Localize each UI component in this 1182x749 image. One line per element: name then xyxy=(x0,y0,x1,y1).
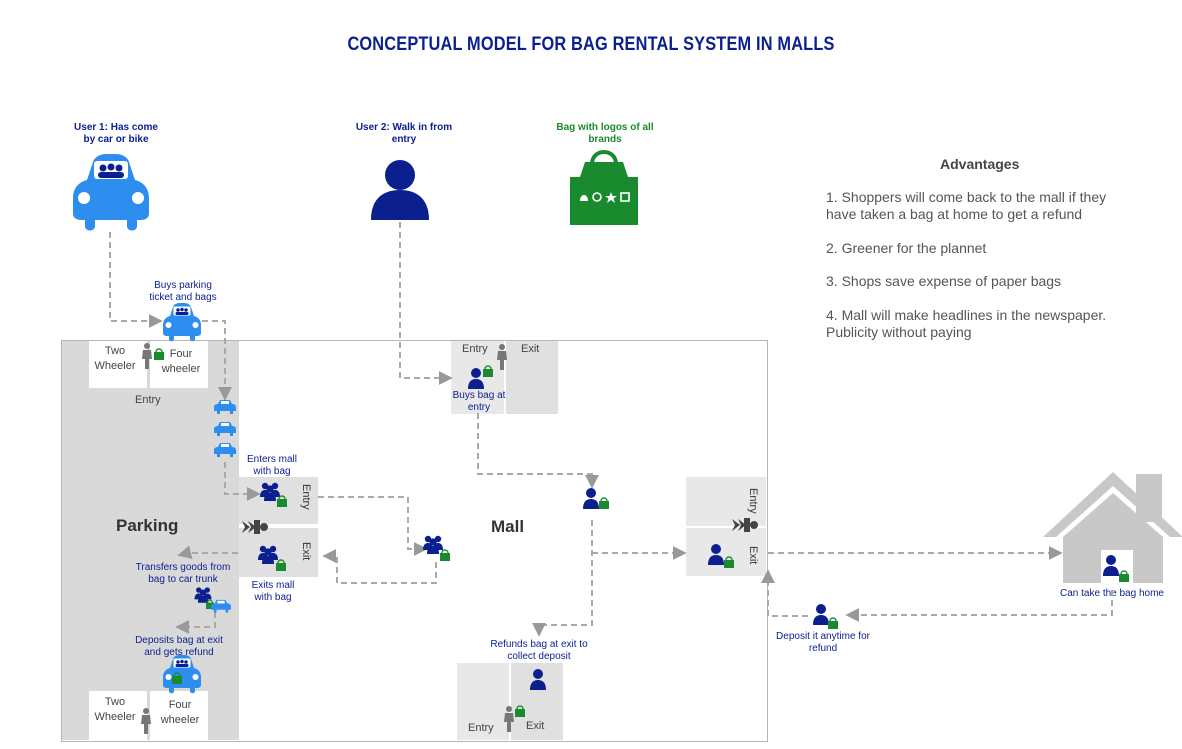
gate-icon xyxy=(242,520,268,534)
buys-bag-caption: Buys bag at entry xyxy=(452,390,506,413)
shopping-bag-icon xyxy=(723,556,735,569)
bottom-entry-gate xyxy=(457,663,509,740)
shopping-bag-icon xyxy=(482,365,494,378)
buys-parking-caption: Buys parking ticket and bags xyxy=(149,280,217,303)
parking-label: Parking xyxy=(116,516,179,535)
bottom-entry-label: Entry xyxy=(468,722,494,734)
advantages-heading: Advantages xyxy=(940,156,1020,172)
shopping-bag-icon xyxy=(439,549,451,562)
shopping-bag-icon xyxy=(275,559,287,572)
bag-caption: Bag with logos of all brands xyxy=(556,122,654,145)
user-icon xyxy=(583,488,599,509)
side-exit-label: Exit xyxy=(300,542,312,561)
enters-mall-caption: Enters mall with bag xyxy=(246,454,297,477)
exits-mall-caption: Exits mall with bag xyxy=(251,580,295,603)
advantage-item: 4. Mall will make headlines in the newsp… xyxy=(826,307,1107,340)
four-wheeler-label-top: Four wheeler xyxy=(161,348,201,375)
mall-boundary xyxy=(61,340,768,742)
four-wheeler-booth-bottom xyxy=(150,691,208,740)
user-icon xyxy=(530,669,546,690)
advantage-item: 1. Shoppers will come back to the mall i… xyxy=(826,189,1107,222)
house-icon xyxy=(1043,472,1182,583)
advantage-item: 3. Shops save expense of paper bags xyxy=(826,273,1062,289)
group-icon xyxy=(258,545,278,564)
shopping-bag-icon xyxy=(570,150,638,225)
side-entry-label: Entry xyxy=(300,484,312,510)
shopping-bag-icon xyxy=(153,348,165,361)
top-entry-label: Entry xyxy=(462,343,488,355)
user2-caption: User 2: Walk in from entry xyxy=(355,122,453,145)
car-icon xyxy=(73,154,149,231)
attendant-icon xyxy=(497,344,507,370)
car-icon xyxy=(163,655,201,694)
right-entry-gate xyxy=(686,477,766,526)
two-wheeler-label-bottom: Two Wheeler xyxy=(94,696,136,723)
user-icon xyxy=(468,368,484,389)
group-icon xyxy=(423,535,443,554)
shopping-bag-icon xyxy=(276,495,288,508)
deposits-caption: Deposits bag at exit and gets refund xyxy=(135,635,223,658)
refunds-caption: Refunds bag at exit to collect deposit xyxy=(490,639,588,662)
bottom-exit-label: Exit xyxy=(526,720,545,732)
car-icon xyxy=(211,599,231,613)
gate-icon xyxy=(732,518,758,532)
page-title: CONCEPTUAL MODEL FOR BAG RENTAL SYSTEM I… xyxy=(347,34,835,55)
two-wheeler-booth-bottom xyxy=(89,691,147,740)
right-entry-label: Entry xyxy=(747,488,759,514)
mall-label: Mall xyxy=(491,517,525,536)
user-icon xyxy=(813,604,829,625)
user-icon xyxy=(708,544,724,565)
two-wheeler-label-top: Two Wheeler xyxy=(94,345,136,372)
car-icon xyxy=(214,443,236,457)
advantage-item: 2. Greener for the plannet xyxy=(826,240,987,256)
car-icon xyxy=(214,422,236,436)
transfers-caption: Transfers goods from bag to car trunk xyxy=(135,562,231,585)
top-exit-label: Exit xyxy=(521,343,540,355)
user-icon xyxy=(371,160,429,220)
right-exit-label: Exit xyxy=(747,546,759,565)
car-icon xyxy=(214,400,236,414)
car-icon xyxy=(163,303,201,342)
shopping-bag-icon xyxy=(827,617,839,630)
parking-zone xyxy=(62,341,239,740)
deposit-anytime-caption: Deposit it anytime for refund xyxy=(776,631,870,654)
four-wheeler-label-bottom: Four wheeler xyxy=(160,699,200,726)
user1-caption: User 1: Has come by car or bike xyxy=(74,122,158,145)
shopping-bag-icon xyxy=(514,705,526,718)
top-exit-gate xyxy=(506,341,558,414)
two-wheeler-booth-top xyxy=(89,341,147,388)
attendant-icon xyxy=(504,706,514,732)
shopping-bag-icon xyxy=(598,497,610,510)
parking-entry-label: Entry xyxy=(135,394,161,406)
attendant-icon xyxy=(141,708,151,734)
group-icon xyxy=(260,482,280,501)
attendant-icon xyxy=(142,343,152,369)
